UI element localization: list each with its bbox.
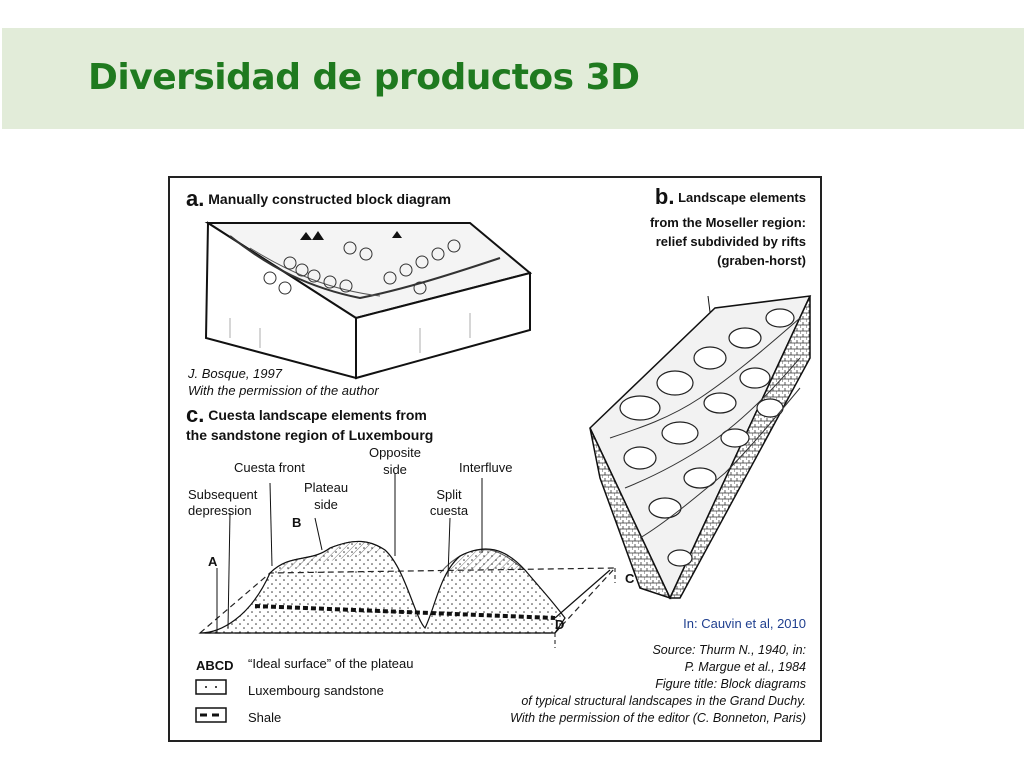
label-split-cuesta-2: cuesta: [429, 503, 469, 518]
legend-label-ideal-surface: “Ideal surface” of the plateau: [248, 656, 414, 671]
source-line-4: of typical structural landscapes in the …: [521, 694, 806, 708]
panel-b-title-2: from the Moseller region:: [649, 215, 806, 230]
legend-symbols: [195, 679, 227, 723]
corner-label-a: A: [208, 554, 218, 569]
panel-b-heading: b. Landscape elements: [655, 186, 806, 208]
panel-c-title-2: the sandstone region of Luxembourg: [186, 427, 434, 443]
panel-c-heading: c. Cuesta landscape elements from: [186, 404, 427, 426]
panel-a-block-diagram: [204, 221, 533, 380]
source-line-2: P. Margue et al., 1984: [684, 660, 806, 674]
corner-label-d: D: [555, 617, 565, 632]
label-subsequent-depression-2: depression: [188, 503, 252, 518]
panel-b-title-4: (graben-horst): [717, 253, 806, 268]
title-band: [2, 28, 1024, 129]
corner-label-b: B: [292, 515, 302, 530]
panel-c-title-1: Cuesta landscape elements from: [208, 407, 427, 423]
source-line-5: With the permission of the editor (C. Bo…: [510, 711, 806, 725]
label-plateau-side-2: side: [314, 497, 338, 512]
label-split-cuesta-1: Split: [436, 487, 462, 502]
panel-b-letter: b.: [654, 184, 675, 209]
panel-b-block-diagram: [589, 295, 812, 600]
panel-a-title: Manually constructed block diagram: [208, 191, 451, 207]
panel-a-credit-2: With the permission of the author: [188, 383, 379, 398]
figure-artwork: [195, 221, 812, 723]
panel-b-title-1: Landscape elements: [678, 190, 806, 205]
panel-c-letter: c.: [186, 402, 205, 427]
panel-b-citation: In: Cauvin et al, 2010: [683, 616, 806, 631]
corner-label-c: C: [625, 571, 635, 586]
panel-a-letter: a.: [186, 186, 205, 211]
slide-title: Diversidad de productos 3D: [88, 57, 640, 98]
panel-b-title-3: relief subdivided by rifts: [655, 234, 806, 249]
legend-label-sandstone: Luxembourg sandstone: [248, 683, 384, 698]
label-subsequent-depression-1: Subsequent: [188, 487, 258, 502]
source-line-1: Source: Thurm N., 1940, in:: [652, 643, 806, 657]
source-line-3: Figure title: Block diagrams: [655, 677, 806, 691]
panel-c-block-diagram: [198, 473, 617, 648]
legend-label-shale: Shale: [248, 710, 282, 725]
label-opposite-side-2: side: [383, 462, 407, 477]
label-interfluve: Interfluve: [459, 460, 513, 475]
label-plateau-side-1: Plateau: [303, 480, 349, 495]
panel-a-credit-1: J. Bosque, 1997: [188, 366, 282, 381]
figure-block-diagrams: a. Manually constructed block diagram J.…: [168, 176, 822, 742]
label-opposite-side-1: Opposite: [368, 445, 422, 460]
label-cuesta-front: Cuesta front: [234, 460, 305, 475]
panel-a-heading: a. Manually constructed block diagram: [186, 188, 451, 210]
legend-symbol-abcd: ABCD: [196, 658, 234, 673]
